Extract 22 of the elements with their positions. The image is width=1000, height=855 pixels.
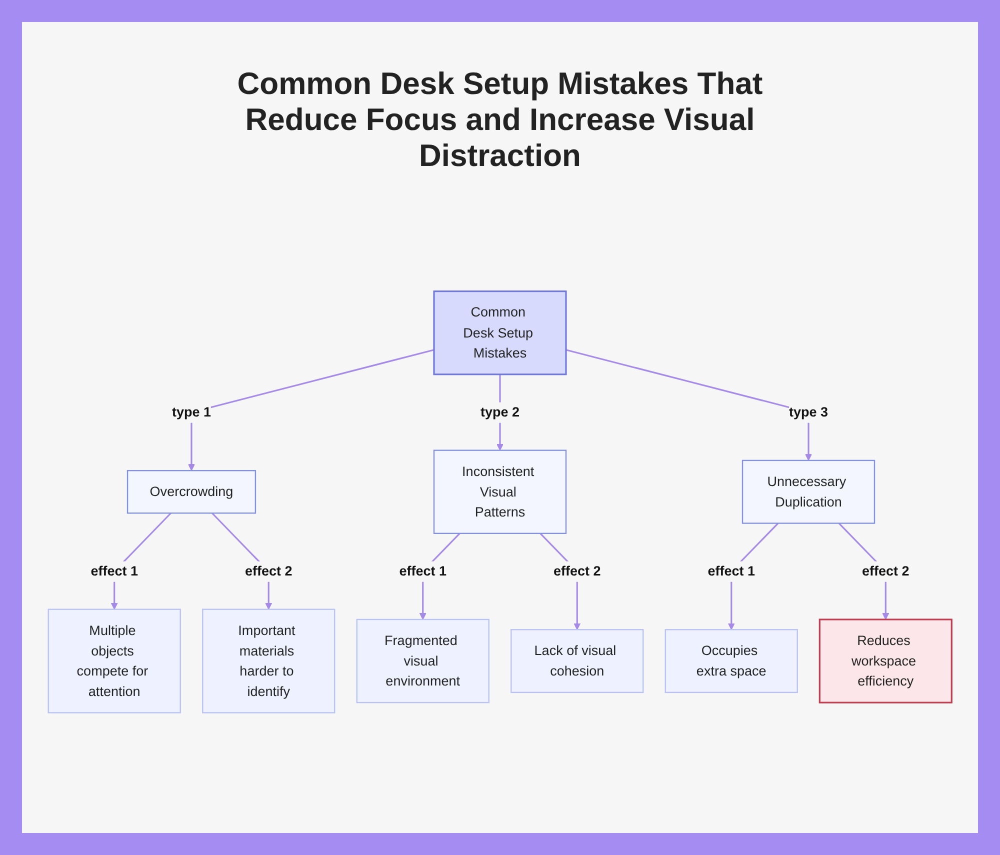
- node-box: Important materials harder to identify: [202, 608, 336, 714]
- diagram-title: Common Desk Setup Mistakes That Reduce Focus and Increase Visual Distraction: [236, 66, 764, 174]
- edge-label: type 2: [480, 404, 520, 420]
- edge-label: type 3: [788, 404, 828, 420]
- edge-label: type 1: [172, 404, 212, 420]
- node-box: Unnecessary Duplication: [742, 460, 876, 524]
- edge-label: effect 2: [553, 564, 601, 579]
- node-box: Lack of visual cohesion: [510, 629, 644, 694]
- node-box: Fragmented visual environment: [356, 618, 490, 704]
- edge-label: effect 1: [90, 564, 138, 579]
- node-box: Occupies extra space: [664, 629, 798, 694]
- edge-label: effect 2: [862, 564, 910, 579]
- edge-label: effect 2: [244, 564, 292, 579]
- node-box: Inconsistent Visual Patterns: [433, 450, 567, 534]
- arrow: [188, 349, 434, 471]
- node-box: Overcrowding: [126, 470, 256, 514]
- edge-label: effect 1: [399, 564, 447, 579]
- arrow: [566, 349, 812, 461]
- node-box: Common Desk Setup Mistakes: [433, 290, 567, 376]
- node-box: Multiple objects compete for attention: [48, 608, 181, 714]
- node-box: Reduces workspace efficiency: [818, 618, 952, 704]
- edge-label: effect 1: [708, 564, 756, 579]
